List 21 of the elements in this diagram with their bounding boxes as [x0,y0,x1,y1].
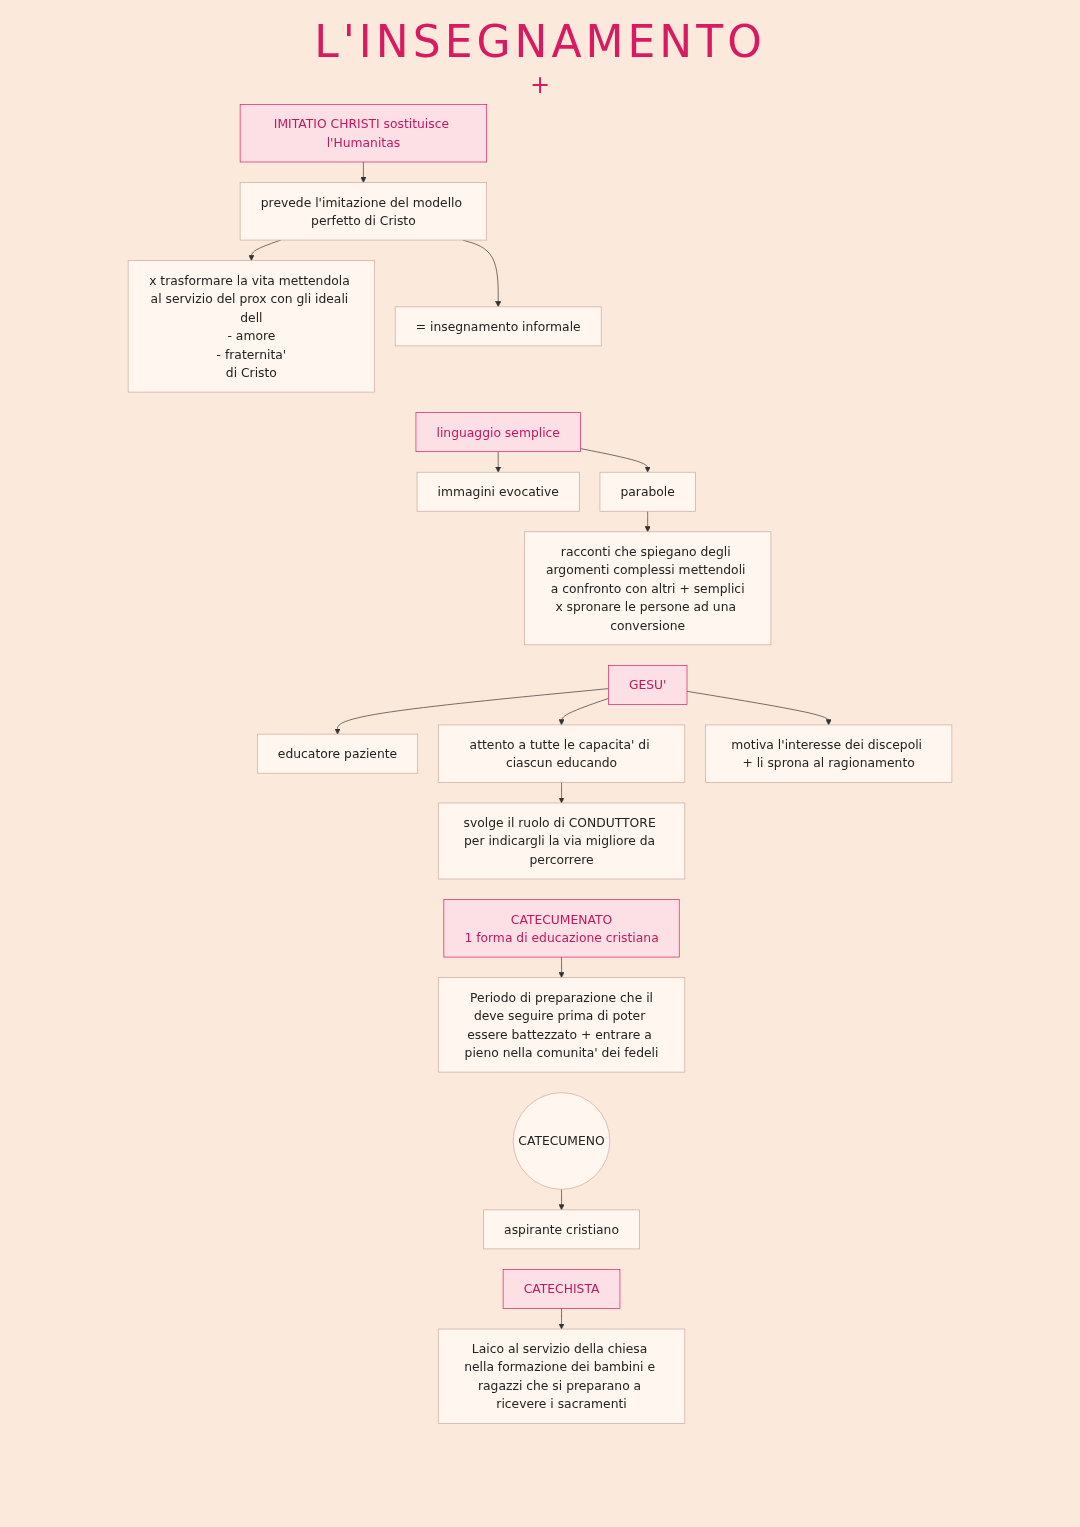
node-box: racconti che spiegano degli argomenti complessi mettendoli a confronto con altri + semplici x spronare le persone ad una conversione [524,531,772,646]
node-box: = insegnamento informale [394,306,602,347]
plus-note: + [529,71,551,99]
node-box: Periodo di preparazione che il deve seguire prima di poter essere battezzato + entrare a pieno nella comunita' dei fedeli [437,977,686,1073]
node-box: CATECHISTA [502,1269,621,1309]
node-box: linguaggio semplice [415,412,581,452]
node-circle: CATECUMENO [512,1092,611,1190]
node-box: GESU' [608,665,688,705]
node-box: x trasformare la vita mettendola al servizio del prox con gli ideali dell - amore - fraternita' di Cristo [127,260,375,393]
node-box: prevede l'imitazione del modello perfetto di Cristo [239,182,487,241]
node-box: svolge il ruolo di CONDUTTORE per indicargli la via migliore da percorrere [437,802,686,880]
node-box: parabole [599,471,696,512]
node-box: aspirante cristiano [483,1209,640,1250]
node-box: immagini evocative [416,471,580,512]
node-box: educatore paziente [257,733,419,774]
node-box: CATECUMENATO 1 forma di educazione cristiana [443,899,680,958]
node-box: IMITATIO CHRISTI sostituisce l'Humanitas [239,104,487,163]
node-box: attento a tutte le capacita' di ciascun educando [437,724,686,783]
node-box: Laico al servizio della chiesa nella formazione dei bambini e ragazzi che si preparano a ricevere i sacramenti [437,1328,686,1424]
node-box: motiva l'interesse dei discepoli + li sprona al ragionamento [705,724,953,783]
title: L'INSEGNAMENTO [313,16,767,67]
